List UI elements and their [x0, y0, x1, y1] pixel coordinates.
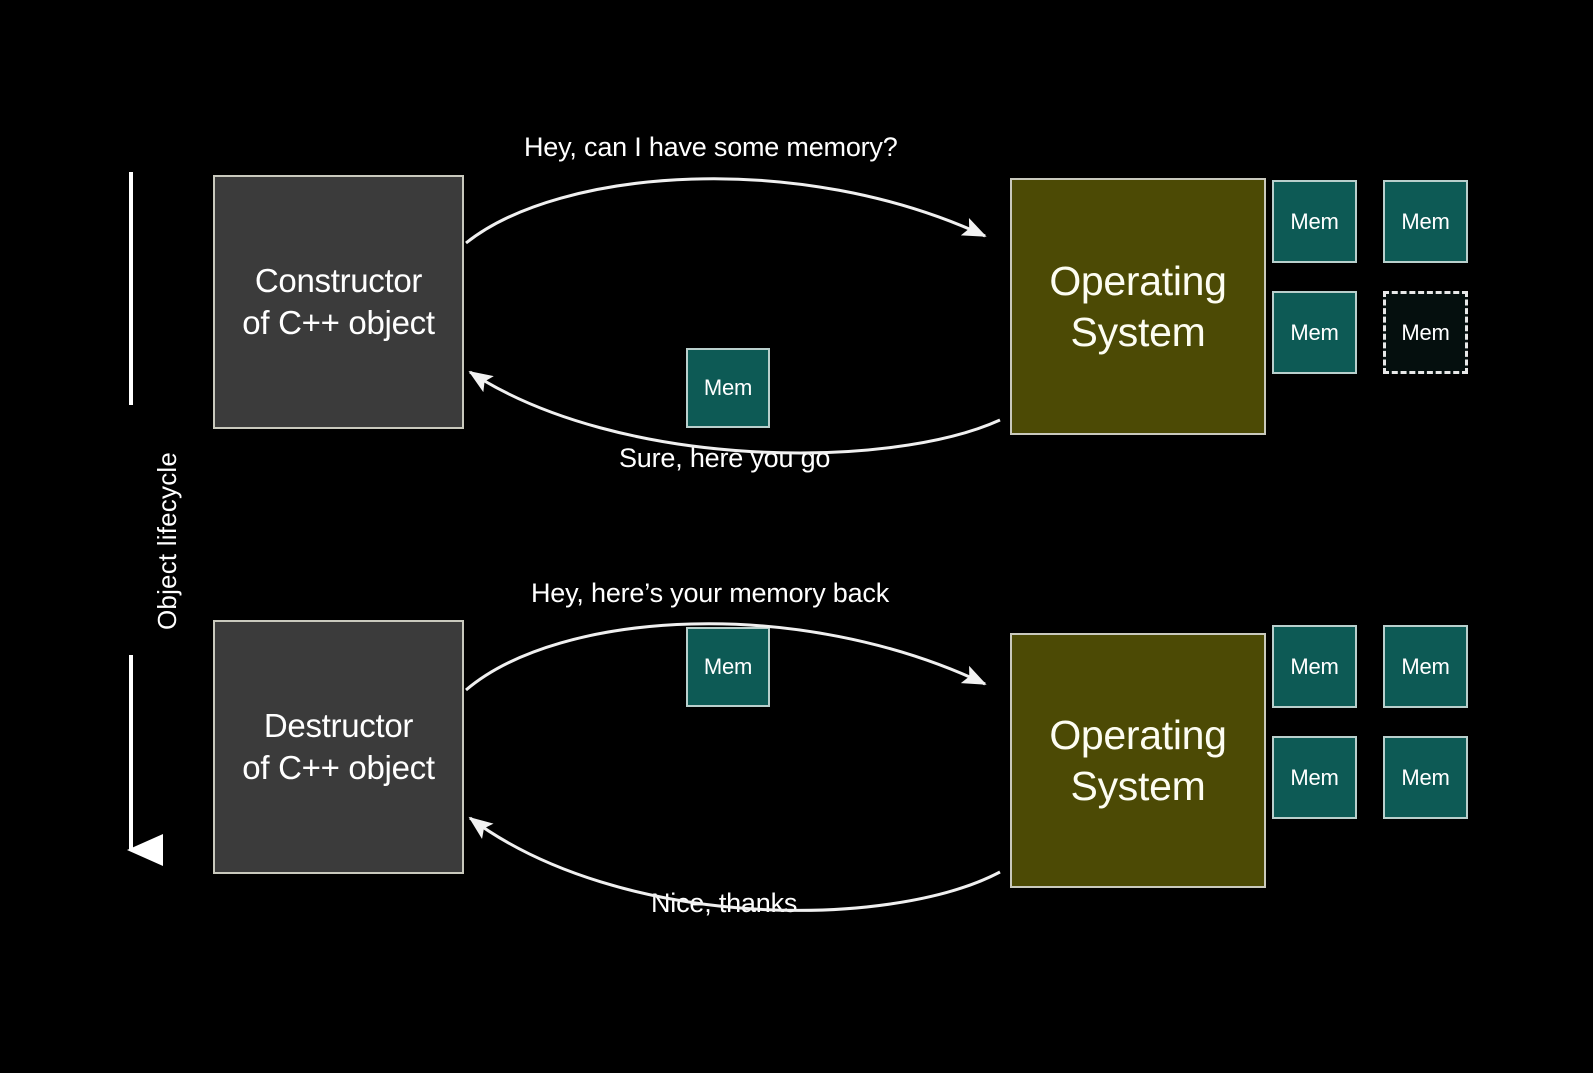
memory-pool-block-bottom-3[interactable]: Mem: [1272, 736, 1357, 819]
memory-block-in-transit-top[interactable]: Mem: [686, 348, 770, 428]
destructor-box[interactable]: Destructor of C++ object: [213, 620, 464, 874]
constructor-box[interactable]: Constructor of C++ object: [213, 175, 464, 429]
operating-system-box-top[interactable]: Operating System: [1010, 178, 1266, 435]
request-memory-caption: Hey, can I have some memory?: [524, 132, 898, 162]
memory-pool-block-bottom-2[interactable]: Mem: [1383, 625, 1468, 708]
memory-block-in-transit-bottom[interactable]: Mem: [686, 627, 770, 707]
memory-pool-block-top-2[interactable]: Mem: [1383, 180, 1468, 263]
memory-pool-block-bottom-1[interactable]: Mem: [1272, 625, 1357, 708]
grant-memory-caption: Sure, here you go: [619, 443, 831, 473]
memory-pool-block-bottom-4[interactable]: Mem: [1383, 736, 1468, 819]
memory-pool-block-top-4-free[interactable]: Mem: [1383, 291, 1468, 374]
object-lifecycle-label: Object lifecycle: [152, 451, 182, 630]
thanks-caption: Nice, thanks: [651, 888, 798, 918]
operating-system-box-bottom[interactable]: Operating System: [1010, 633, 1266, 888]
memory-pool-block-top-3[interactable]: Mem: [1272, 291, 1357, 374]
memory-pool-block-top-1[interactable]: Mem: [1272, 180, 1357, 263]
return-memory-caption: Hey, here’s your memory back: [531, 578, 890, 608]
arrow-request-memory: [465, 177, 987, 245]
